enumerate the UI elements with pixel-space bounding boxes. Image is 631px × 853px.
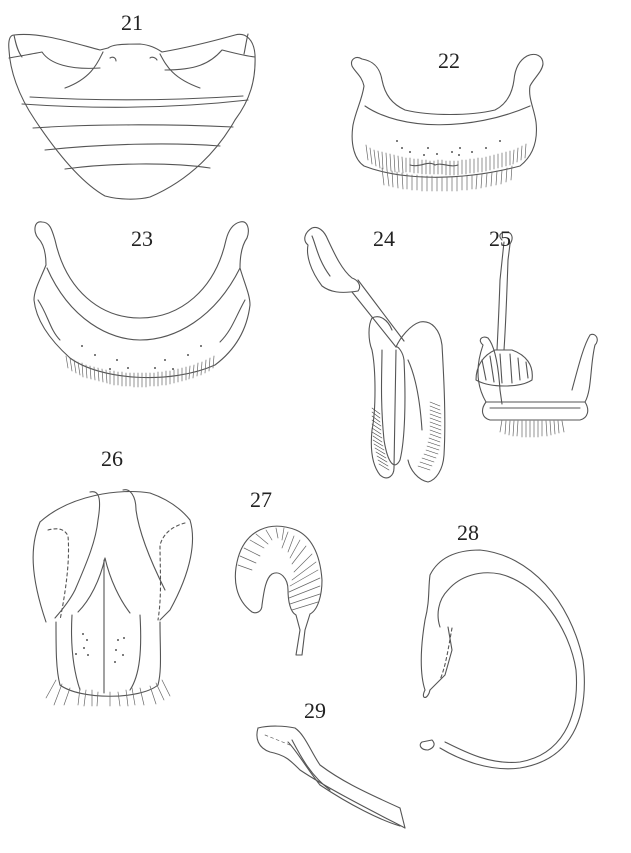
figure-24-label: 24 <box>373 226 395 251</box>
figure-21-drawing <box>8 33 256 200</box>
figure-23-punctures <box>81 345 202 370</box>
figure-28-label: 28 <box>457 520 479 545</box>
figure-29-label: 29 <box>304 698 326 723</box>
figure-23-label: 23 <box>131 226 153 251</box>
figure-22-setae <box>365 143 527 192</box>
figure-22-label: 22 <box>438 48 460 73</box>
figure-29-drawing <box>256 725 406 829</box>
figure-24-setae <box>371 401 442 471</box>
figure-26-drawing <box>32 489 194 707</box>
figure-22-drawing <box>351 53 544 192</box>
figure-25-label: 25 <box>489 226 511 251</box>
figure-26-label: 26 <box>101 446 123 471</box>
figure-23-setae <box>65 355 215 388</box>
figure-25-drawing <box>475 231 598 438</box>
figure-24-drawing <box>304 226 446 483</box>
figure-27-label: 27 <box>250 487 272 512</box>
figure-28-drawing <box>419 549 585 770</box>
figure-27-drawing <box>234 525 323 656</box>
figure-21-label: 21 <box>121 10 143 35</box>
figure-23-drawing <box>33 221 251 388</box>
figure-22-punctures <box>396 140 501 156</box>
